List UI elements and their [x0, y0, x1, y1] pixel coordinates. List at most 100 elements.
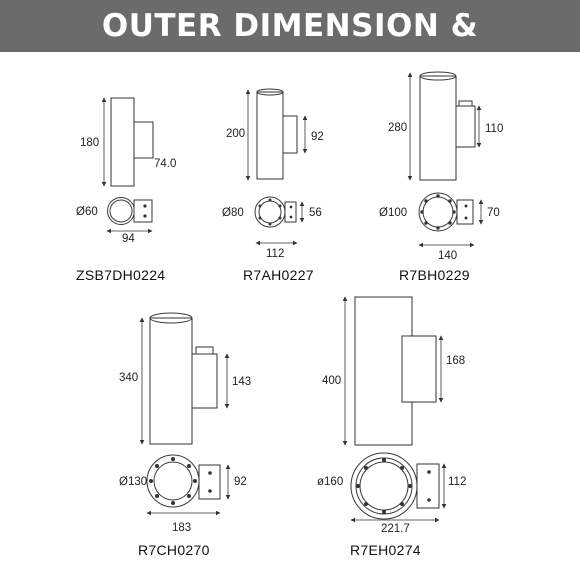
bracket-height-label: 110 [485, 123, 503, 135]
lamp-body [149, 317, 193, 445]
product-r7bh0229: 280 110 Ø100 70 140 [379, 71, 503, 283]
screw-hole [427, 498, 431, 502]
screw-hole [143, 214, 147, 218]
top-view: Ø130 92 183 [119, 454, 247, 534]
bracket-plate [284, 201, 297, 223]
side-view: 340 143 [119, 312, 251, 445]
product-r7eh0274: 400 168 ø160 112 221.7 R [317, 296, 466, 558]
wall-bracket [455, 105, 476, 148]
screw-hole [289, 205, 293, 209]
screw-hole [208, 471, 212, 475]
top-view: Ø80 56 112 [222, 196, 322, 260]
screw-dot [364, 502, 368, 506]
screw-dot [171, 501, 175, 505]
screw-dot [258, 216, 262, 220]
height-label: 340 [119, 372, 138, 384]
screw-dot [155, 494, 159, 498]
screw-dot [364, 466, 368, 470]
top-view: Ø100 70 140 [379, 192, 500, 262]
model-label: ZSB7DH0224 [76, 267, 165, 283]
lamp-outer-circle [146, 454, 200, 508]
wall-bracket [133, 121, 154, 159]
top-view: ø160 112 221.7 [317, 452, 466, 535]
lamp-top-rim [149, 312, 193, 324]
depth-label: 183 [172, 522, 191, 534]
bracket-plate [416, 463, 440, 509]
screw-hole [208, 489, 212, 493]
bracket-height-label: 74.0 [154, 158, 176, 170]
bracket-width-label: 92 [234, 476, 247, 488]
screw-dot [187, 464, 191, 468]
bracket-height-label: 143 [232, 376, 251, 388]
depth-label: 94 [122, 233, 135, 245]
lamp-inner-circle [153, 461, 193, 501]
screw-dot [382, 510, 386, 514]
screw-dot [436, 194, 440, 198]
bracket-height-label: 92 [311, 131, 324, 143]
screw-dot [278, 204, 282, 208]
lamp-top-rim [419, 71, 457, 81]
diameter-label: Ø60 [76, 206, 98, 218]
product-zsb7dh0224: 180 74.0 Ø60 94 ZSB7DH0224 [76, 97, 176, 283]
screw-dot [149, 479, 153, 483]
screw-dot [448, 221, 452, 225]
lamp-body [110, 97, 135, 187]
lamp-body [256, 91, 284, 180]
screw-dot [155, 464, 159, 468]
lamp-top-rim [256, 88, 284, 96]
height-label: 280 [388, 122, 407, 134]
screw-dot [424, 221, 428, 225]
bracket-width-label: 112 [448, 476, 466, 488]
screw-hole [464, 204, 468, 208]
screw-dot [258, 204, 262, 208]
bracket-plate [456, 199, 474, 225]
screw-dot [424, 199, 428, 203]
screw-hole [289, 215, 293, 219]
bracket-height-label: 168 [446, 355, 465, 367]
screw-dot [436, 226, 440, 230]
side-view: 400 168 [322, 296, 465, 446]
top-view: Ø60 94 [76, 197, 153, 245]
screw-dot [420, 210, 424, 214]
bracket-width-label: 56 [309, 207, 322, 219]
screw-dot [356, 484, 360, 488]
page-title: OUTER DIMENSION & ACCESSORIES [101, 8, 479, 96]
screw-dot [400, 466, 404, 470]
screw-dot [171, 457, 175, 461]
header-banner: OUTER DIMENSION & ACCESSORIES [0, 0, 580, 96]
side-view: 280 110 [388, 71, 503, 181]
screw-hole [464, 216, 468, 220]
depth-label: 221.7 [381, 523, 410, 535]
bracket-width-label: 70 [487, 207, 500, 219]
screw-dot [452, 210, 456, 214]
screw-dot [448, 199, 452, 203]
depth-label: 140 [438, 250, 457, 262]
bracket-cap [195, 346, 214, 355]
model-label: R7BH0229 [399, 267, 470, 283]
lamp-outer-circle [350, 452, 418, 520]
diameter-label: Ø100 [379, 207, 407, 219]
bracket-cap [458, 100, 473, 107]
screw-dot [408, 484, 412, 488]
bracket-plate [198, 464, 221, 500]
height-label: 200 [226, 128, 245, 140]
screw-hole [427, 470, 431, 474]
lamp-outer-circle [418, 192, 458, 232]
lamp-inner-circle [109, 199, 133, 223]
depth-label: 112 [266, 248, 284, 260]
screw-dot [187, 494, 191, 498]
screw-dot [382, 458, 386, 462]
model-label: R7CH0270 [138, 542, 210, 558]
lamp-inner-circle [258, 200, 282, 224]
lamp-body [419, 75, 457, 181]
screw-hole [143, 204, 147, 208]
screw-dot [278, 216, 282, 220]
model-label: R7EH0274 [350, 542, 421, 558]
screw-dot [268, 222, 272, 226]
diameter-label: Ø130 [119, 476, 147, 488]
height-label: 180 [80, 137, 99, 149]
wall-bracket [401, 335, 437, 403]
wall-bracket [191, 353, 218, 409]
product-r7ah0227: 200 92 Ø80 56 112 R7AH0227 [222, 88, 324, 283]
